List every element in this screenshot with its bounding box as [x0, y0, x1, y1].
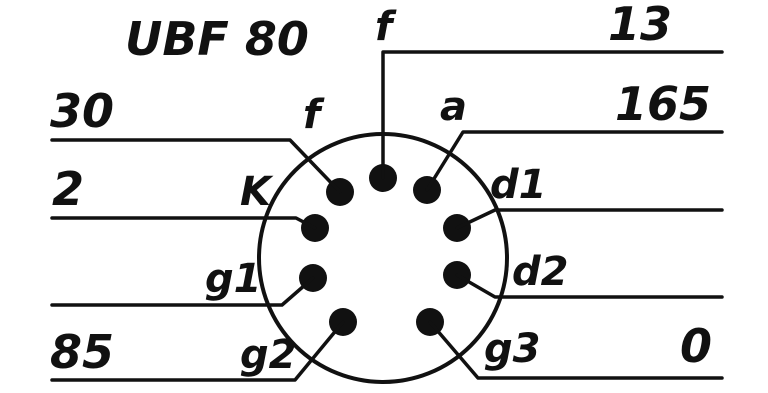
wire-a [425, 130, 724, 192]
wire-d1 [455, 208, 724, 230]
wire-g2 [50, 320, 345, 382]
pin-label-d2: d2 [512, 249, 568, 295]
voltage-k: 2 [52, 162, 84, 216]
voltage-g3: 0 [680, 319, 712, 373]
voltage-f-top: 13 [608, 0, 672, 51]
voltage-a: 165 [615, 77, 711, 131]
voltage-g2: 85 [50, 325, 114, 379]
wire-f-left [50, 138, 342, 194]
pin-label-g1: g1 [205, 256, 261, 302]
tube-type-label: UBF 80 [125, 12, 309, 66]
pin-label-f-top: f [375, 4, 397, 50]
pin-label-f-left: f [303, 92, 325, 138]
wire-f-top [381, 50, 724, 180]
pin-label-k: K [240, 169, 274, 215]
wire-d2 [455, 273, 724, 299]
pin-label-a: a [440, 84, 467, 130]
pin-label-d1: d1 [490, 162, 546, 208]
wire-g3 [428, 320, 724, 380]
voltage-f-left: 30 [50, 84, 114, 138]
wire-k [50, 216, 317, 230]
pin-label-g3: g3 [484, 326, 540, 372]
pin-label-g2: g2 [240, 332, 296, 378]
wire-g1 [50, 276, 315, 307]
